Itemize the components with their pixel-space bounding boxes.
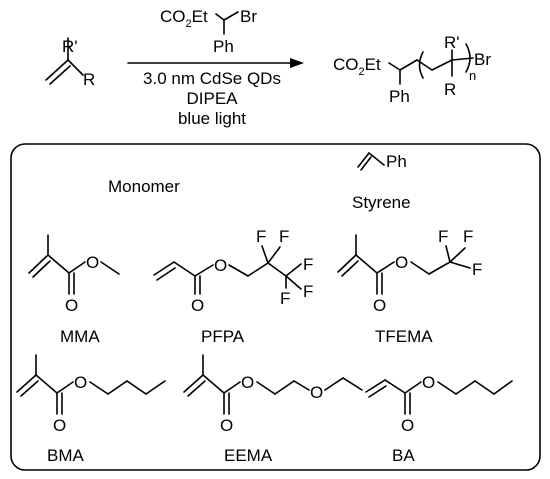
bma-ester-oxygen: O bbox=[74, 373, 87, 392]
pfpa-fluorine-1: F bbox=[256, 227, 266, 246]
tfema-fluorine-2: F bbox=[463, 227, 473, 246]
initiator-bromide-label: Br bbox=[240, 7, 257, 26]
tfema-ester-oxygen: O bbox=[395, 253, 408, 272]
monomer-pfpa: O O F F F F F PFPA bbox=[153, 227, 313, 346]
monomer-panel-frame bbox=[10, 143, 541, 471]
pfpa-label: PFPA bbox=[201, 327, 245, 346]
monomer-heading: Monomer bbox=[108, 177, 180, 196]
ba-label: BA bbox=[392, 446, 415, 465]
tfema-fluorine-3: F bbox=[472, 260, 482, 279]
initiator-phenyl-label: Ph bbox=[213, 37, 234, 56]
styrene-phenyl-label: Ph bbox=[386, 152, 407, 171]
condition-light: blue light bbox=[178, 109, 246, 128]
product-r-label: R bbox=[444, 80, 456, 99]
pfpa-fluorine-5: F bbox=[280, 289, 290, 308]
bma-label: BMA bbox=[47, 446, 85, 465]
eema-carbonyl-oxygen: O bbox=[220, 416, 233, 435]
monomer-bma: O O BMA bbox=[16, 354, 166, 465]
bma-carbonyl-oxygen: O bbox=[53, 416, 66, 435]
reactant-r-label: R bbox=[83, 70, 95, 89]
pfpa-carbonyl-oxygen: O bbox=[191, 296, 204, 315]
product-repeat-subscript: n bbox=[469, 68, 476, 83]
monomer-tfema: O O F F F TFEMA bbox=[337, 227, 482, 346]
reaction-arrow bbox=[127, 58, 304, 68]
styrene-label: Styrene bbox=[352, 193, 411, 212]
pfpa-fluorine-4: F bbox=[303, 282, 313, 301]
monomer-styrene: Ph Styrene bbox=[352, 152, 411, 212]
monomer-ba: O O BA bbox=[365, 373, 513, 465]
monomer-mma: O O MMA bbox=[28, 234, 120, 346]
eema-label: EEMA bbox=[224, 446, 273, 465]
pfpa-fluorine-3: F bbox=[303, 255, 313, 274]
product-phenyl-label: Ph bbox=[389, 87, 410, 106]
product-r-prime-label: R' bbox=[444, 33, 460, 52]
product-polymer: CO2Et Ph R' R Br n bbox=[333, 33, 491, 106]
reaction-conditions: 3.0 nm CdSe QDs DIPEA blue light bbox=[143, 69, 281, 128]
tfema-fluorine-1: F bbox=[438, 227, 448, 246]
tfema-carbonyl-oxygen: O bbox=[373, 296, 386, 315]
initiator-ester-label: CO2Et bbox=[160, 7, 208, 30]
reactant-r-prime-label: R' bbox=[62, 37, 78, 56]
product-bromide-label: Br bbox=[474, 50, 491, 69]
pfpa-fluorine-2: F bbox=[279, 227, 289, 246]
ba-ester-oxygen: O bbox=[422, 373, 435, 392]
tfema-label: TFEMA bbox=[375, 327, 433, 346]
mma-ester-oxygen: O bbox=[86, 253, 99, 272]
initiator-structure: CO2Et Br Ph bbox=[160, 7, 257, 56]
product-ester-label: CO2Et bbox=[333, 55, 381, 78]
condition-catalyst: 3.0 nm CdSe QDs bbox=[143, 69, 281, 88]
reactant-alkene: R' R bbox=[45, 37, 95, 89]
ba-carbonyl-oxygen: O bbox=[401, 416, 414, 435]
condition-amine: DIPEA bbox=[186, 89, 238, 108]
monomer-eema: O O O EEMA bbox=[183, 354, 363, 465]
mma-carbonyl-oxygen: O bbox=[65, 296, 78, 315]
mma-label: MMA bbox=[60, 327, 100, 346]
pfpa-ester-oxygen: O bbox=[214, 256, 227, 275]
eema-ether-oxygen: O bbox=[310, 383, 323, 402]
eema-ester-oxygen: O bbox=[241, 373, 254, 392]
